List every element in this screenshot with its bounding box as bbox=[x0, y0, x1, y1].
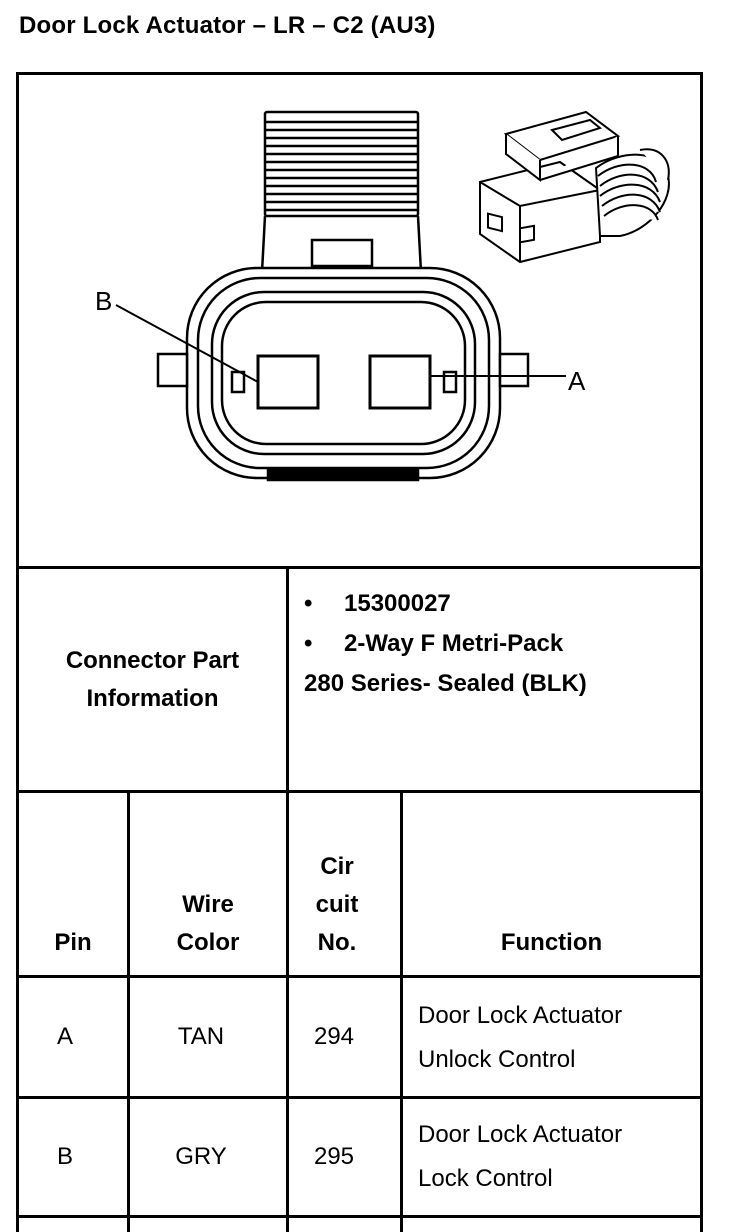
wire-color-cell: GRY bbox=[175, 1143, 227, 1170]
header-circuit-line1: Cir bbox=[320, 853, 354, 880]
header-pin-label: Pin bbox=[54, 929, 92, 956]
part-info-label-line1: Connector Part bbox=[65, 646, 240, 674]
function-line1: Door Lock Actuator bbox=[418, 1121, 623, 1148]
pin-cell: B bbox=[56, 1143, 73, 1170]
part-info-details: • 15300027 • 2-Way F Metri-Pack 280 Seri… bbox=[288, 584, 587, 704]
part-info-label-line2: Information bbox=[86, 684, 219, 712]
function-cell: Door Lock Actuator Unlock Control bbox=[418, 994, 622, 1082]
part-number: 15300027 bbox=[344, 590, 451, 617]
circuit-cell: 295 bbox=[313, 1143, 355, 1170]
function-line2: Lock Control bbox=[418, 1165, 553, 1192]
function-line2: Unlock Control bbox=[418, 1046, 576, 1073]
bullet-icon: • bbox=[304, 630, 313, 657]
wire-color-cell: TAN bbox=[177, 1023, 225, 1050]
header-circuit-line3: No. bbox=[317, 929, 357, 956]
part-info-label: Connector Part Information bbox=[19, 569, 286, 790]
cavity-a bbox=[368, 354, 432, 410]
leader-line-b bbox=[115, 304, 259, 383]
header-circuit: Cir cuit No. bbox=[289, 848, 385, 962]
header-wire-color-line2: Color bbox=[176, 929, 240, 956]
header-function-label: Function bbox=[500, 929, 603, 956]
function-line1: Door Lock Actuator bbox=[418, 1002, 623, 1029]
connector-housing bbox=[156, 266, 530, 482]
connector-thumbnail bbox=[479, 110, 670, 264]
connector-diagram: B A bbox=[95, 110, 670, 482]
header-wire-color: Wire Color bbox=[130, 886, 286, 962]
header-function: Function bbox=[403, 924, 700, 962]
label-b: B bbox=[95, 286, 112, 316]
bullet-icon: • bbox=[304, 590, 313, 617]
label-a: A bbox=[568, 366, 586, 396]
part-description-line2: 280 Series- Sealed (BLK) bbox=[304, 670, 587, 697]
function-cell: Door Lock Actuator Lock Control bbox=[418, 1113, 622, 1201]
header-pin: Pin bbox=[19, 924, 127, 962]
header-circuit-line2: cuit bbox=[315, 891, 359, 918]
pin-cell: A bbox=[56, 1023, 73, 1050]
circuit-cell: 294 bbox=[313, 1023, 355, 1050]
header-wire-color-line1: Wire bbox=[182, 891, 234, 918]
page-title: Door Lock Actuator – LR – C2 (AU3) bbox=[19, 12, 436, 39]
connector-latch bbox=[260, 110, 423, 273]
part-description-line1: 2-Way F Metri-Pack bbox=[344, 630, 564, 657]
